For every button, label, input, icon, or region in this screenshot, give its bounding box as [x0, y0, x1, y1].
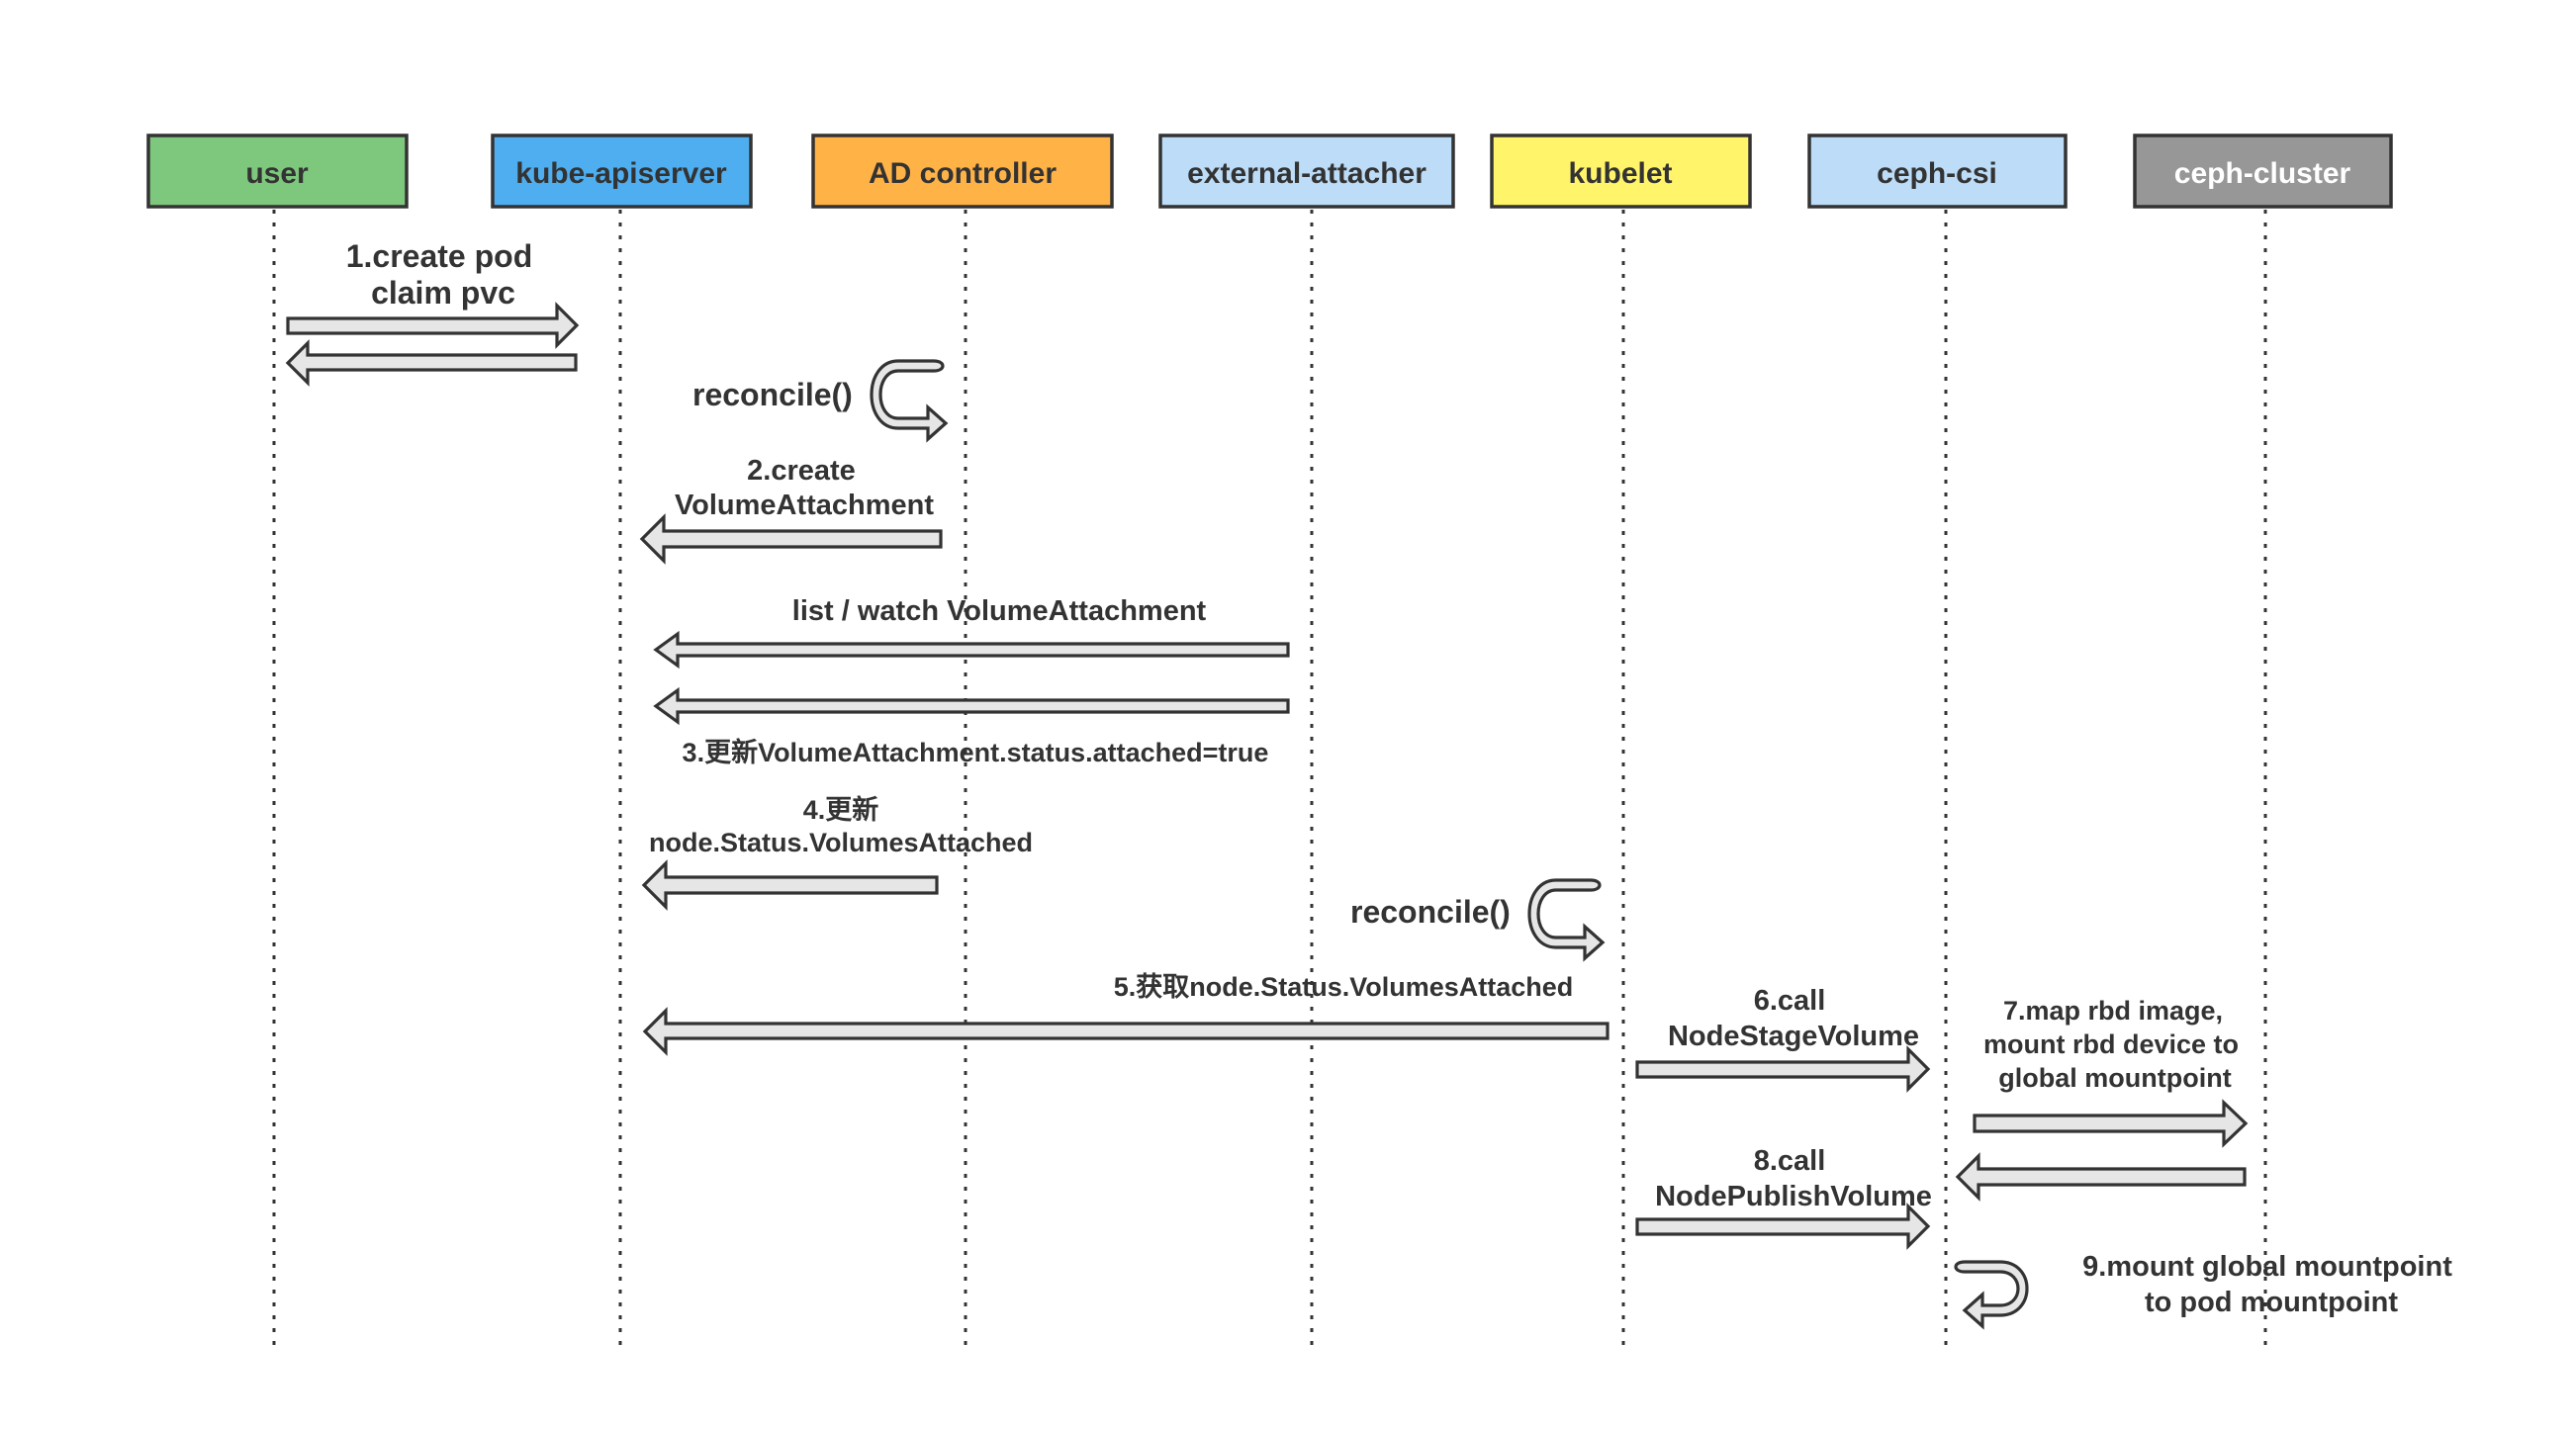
actor-box — [1490, 134, 1752, 209]
actor-label: ceph-cluster — [2174, 157, 2351, 190]
message-6-line-2: NodeStageVolume — [1668, 1021, 1919, 1052]
actor-kube-apiserver: kube-apiserver — [491, 134, 753, 209]
actor-label: ceph-csi — [1877, 157, 1997, 190]
actor-user: user — [146, 134, 409, 209]
lifelines — [272, 210, 2267, 1353]
message-3: 3.更新VolumeAttachment.status.attached=tru… — [683, 737, 1269, 767]
actor-kubelet: kubelet — [1490, 134, 1752, 209]
actor-box — [1158, 134, 1455, 209]
arrow-ad-controller-to-apiserver-4 — [641, 859, 939, 911]
message-7-line-3: global mountpoint — [1998, 1063, 2231, 1093]
actor-box — [491, 134, 753, 209]
arrow-ceph-cluster-to-ceph-csi — [1955, 1152, 2247, 1202]
message-7-line-2: mount rbd device to — [1983, 1029, 2239, 1059]
self-loop-ad-controller — [870, 359, 949, 443]
actor-label: kube-apiserver — [515, 157, 727, 190]
actor-box — [146, 134, 409, 209]
message-4-line-2: node.Status.VolumesAttached — [649, 828, 1033, 857]
message-1-line-1: 1.create pod — [346, 238, 533, 274]
message-2-line-2: VolumeAttachment — [675, 490, 934, 521]
self-loop-kubelet — [1527, 878, 1606, 962]
self-loop-ceph-csi — [1954, 1260, 2029, 1330]
actor-label: user — [245, 157, 309, 190]
actor-ceph-csi: ceph-csi — [1807, 134, 2068, 209]
arrow-apiserver-to-user — [285, 339, 578, 387]
actor-box — [2133, 134, 2393, 209]
message-6-line-1: 6.call — [1754, 985, 1826, 1017]
reconcile-ad-label: reconcile() — [692, 377, 853, 412]
message-9-line-1: 9.mount global mountpoint — [2082, 1251, 2452, 1283]
message-4-line-1: 4.更新 — [803, 794, 879, 825]
arrow-list-watch-2 — [653, 686, 1290, 726]
arrow-kubelet-to-apiserver — [642, 1007, 1610, 1056]
arrow-kubelet-to-ceph-csi-stage — [1635, 1045, 1931, 1093]
message-5: 5.获取node.Status.VolumesAttached — [1114, 972, 1574, 1002]
actor-box — [811, 134, 1114, 209]
arrow-kubelet-to-ceph-csi-publish — [1635, 1203, 1931, 1250]
actor-label: kubelet — [1568, 157, 1672, 190]
message-7-line-1: 7.map rbd image, — [2003, 996, 2223, 1026]
arrow-list-watch-1 — [653, 630, 1290, 670]
actor-ad-controller: AD controller — [811, 134, 1114, 209]
actor-box — [1807, 134, 2068, 209]
arrow-user-to-apiserver — [286, 302, 580, 349]
actor-ceph-cluster: ceph-cluster — [2133, 134, 2393, 209]
message-8-line-2: NodePublishVolume — [1655, 1181, 1932, 1212]
list-watch-label: list / watch VolumeAttachment — [792, 595, 1207, 627]
actor-label: AD controller — [869, 157, 1057, 190]
actor-external-attacher: external-attacher — [1158, 134, 1455, 209]
message-8-line-1: 8.call — [1754, 1145, 1826, 1177]
reconcile-kubelet-label: reconcile() — [1350, 894, 1511, 930]
message-1-line-2: claim pvc — [371, 275, 515, 311]
actor-label: external-attacher — [1187, 157, 1426, 190]
message-2-line-1: 2.create — [747, 455, 856, 487]
message-9-line-2: to pod mountpoint — [2145, 1287, 2398, 1318]
arrow-ad-controller-to-apiserver — [639, 513, 943, 565]
arrow-ceph-csi-to-ceph-cluster — [1973, 1099, 2249, 1148]
